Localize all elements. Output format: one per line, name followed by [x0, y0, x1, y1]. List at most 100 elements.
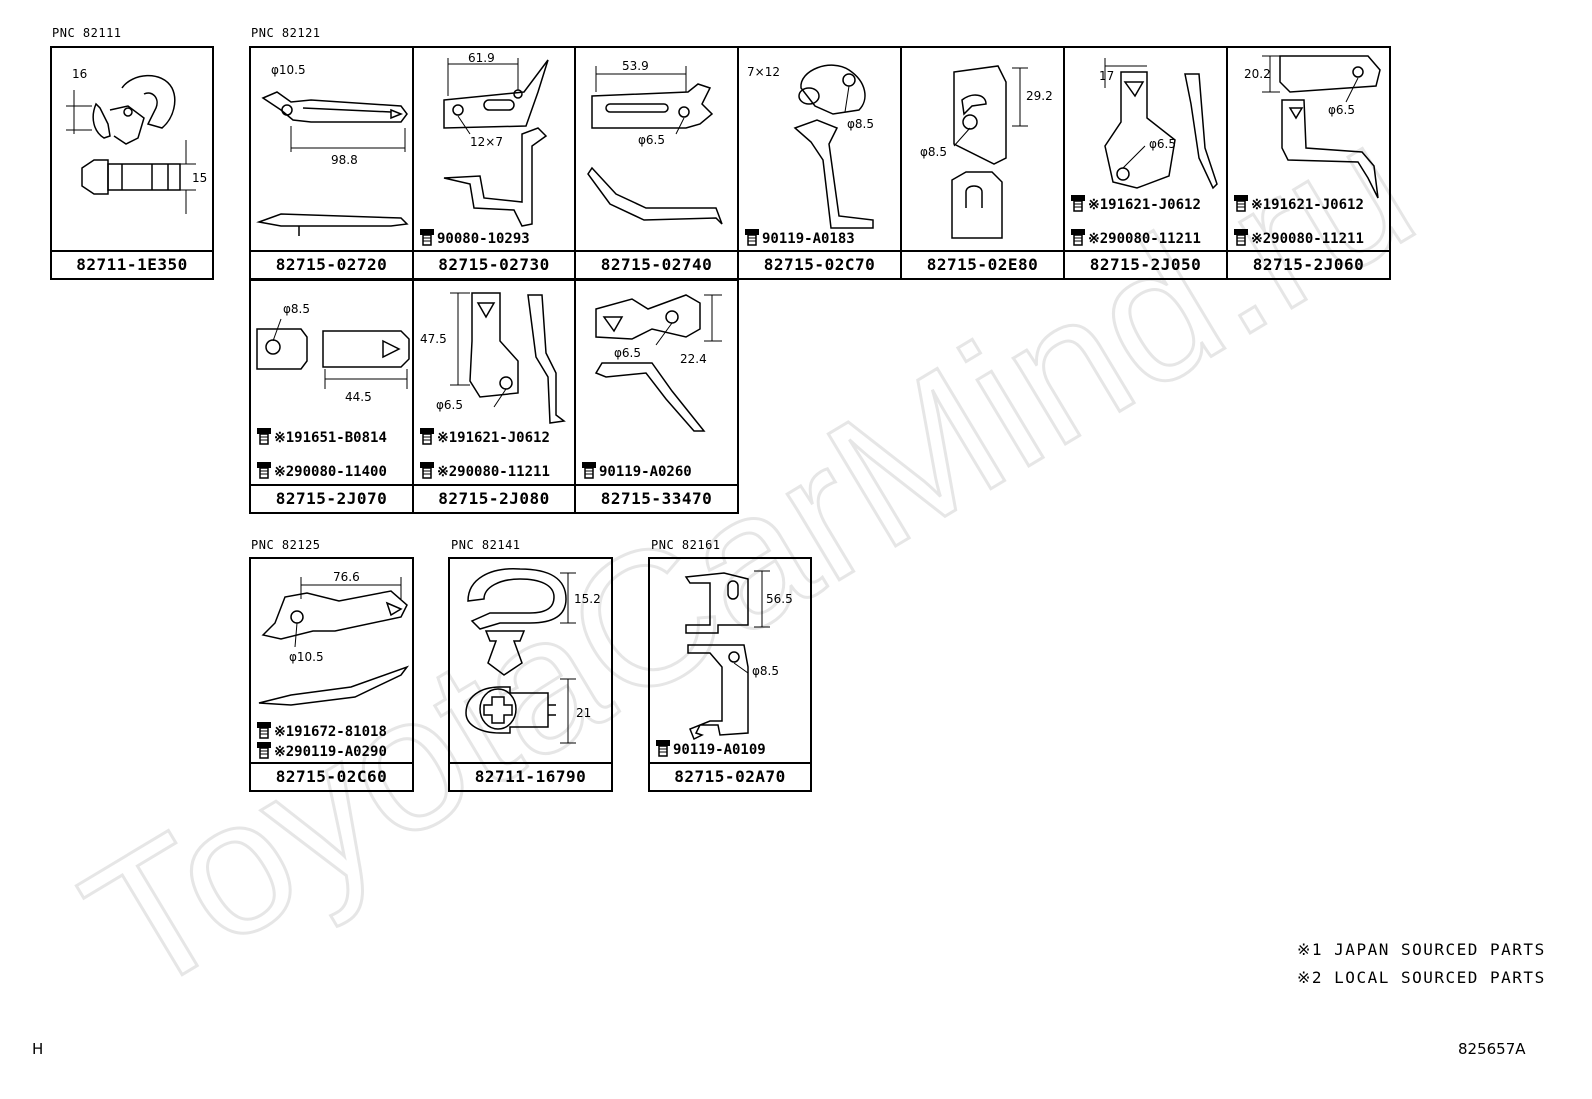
part-cell-82715-2J080[interactable]: 47.5 φ6.5 ※191621-J0612 ※290080-11211 82… [412, 279, 576, 514]
bracket-illustration: 29.2 φ8.5 [920, 65, 1053, 239]
dim-label: 61.9 [468, 51, 495, 65]
bolt-icon [419, 427, 435, 445]
bolt-spec[interactable]: ※290119-A0290 [254, 741, 387, 760]
part-cell-82715-02A70[interactable]: 56.5 φ8.5 90119-A0109 82715-02A70 [648, 557, 812, 792]
part-number[interactable]: 82715-02E80 [902, 250, 1063, 278]
dim-label: 47.5 [420, 332, 447, 346]
part-cell-82715-2J070[interactable]: φ8.5 44.5 ※191651-B0814 ※290080-11400 82… [249, 279, 414, 514]
dim-label: 20.2 [1244, 67, 1271, 81]
bolt-spec[interactable]: ※290080-11211 [1231, 228, 1364, 247]
part-number[interactable]: 82715-02730 [414, 250, 574, 278]
bracket-illustration: 76.6 φ10.5 [258, 570, 410, 706]
bolt-icon [256, 721, 272, 739]
dim-label: 16 [72, 67, 87, 81]
bolt-icon [256, 427, 272, 445]
bolt-spec[interactable]: ※290080-11211 [1068, 228, 1201, 247]
part-number[interactable]: 82715-02740 [576, 250, 737, 278]
clamp-illustration: 15.2 21 [465, 568, 601, 744]
bolt-spec[interactable]: ※191672-81018 [254, 721, 387, 740]
group-label-82125: PNC 82125 [251, 538, 321, 552]
part-cell-82715-02E80[interactable]: 29.2 φ8.5 82715-02E80 [900, 46, 1065, 280]
part-number[interactable]: 82715-2J050 [1065, 250, 1226, 278]
bolt-spec[interactable]: ※191621-J0612 [1068, 194, 1201, 213]
legend-local-sourced: ※2 LOCAL SOURCED PARTS [1297, 968, 1546, 987]
part-number[interactable]: 82715-02A70 [650, 762, 810, 790]
part-number[interactable]: 82715-02C70 [739, 250, 900, 278]
bracket-illustration: 20.2 φ6.5 [1244, 55, 1381, 199]
part-number[interactable]: 82715-2J060 [1228, 250, 1389, 278]
dim-label: 56.5 [766, 592, 793, 606]
bolt-icon [256, 461, 272, 479]
part-cell-82715-2J060[interactable]: 20.2 φ6.5 ※191621-J0612 ※290080-11211 82… [1226, 46, 1391, 280]
part-cell-82715-33470[interactable]: φ6.5 22.4 90119-A0260 82715-33470 [574, 279, 739, 514]
part-number[interactable]: 82711-16790 [450, 762, 611, 790]
bolt-icon [419, 228, 435, 246]
dim-label: φ10.5 [289, 650, 324, 664]
part-number[interactable]: 82715-33470 [576, 484, 737, 512]
dim-label: φ8.5 [920, 145, 947, 159]
group-label-82141: PNC 82141 [451, 538, 521, 552]
bracket-illustration: φ6.5 22.4 [594, 294, 722, 432]
bolt-icon [744, 228, 760, 246]
dim-label: φ10.5 [271, 63, 306, 77]
bolt-icon [1070, 228, 1086, 246]
part-cell-82715-02C70[interactable]: 7×12 φ8.5 90119-A0183 82715-02C70 [737, 46, 902, 280]
bolt-spec[interactable]: 90119-A0109 [653, 739, 766, 758]
bracket-illustration: 56.5 φ8.5 [684, 570, 793, 741]
bolt-spec[interactable]: ※191621-J0612 [417, 427, 550, 446]
bolt-spec[interactable]: ※290080-11211 [417, 461, 550, 480]
part-cell-82715-02C60[interactable]: 76.6 φ10.5 ※191672-81018 ※290119-A0290 8… [249, 557, 414, 792]
part-number[interactable]: 82715-02C60 [251, 762, 412, 790]
clamp-illustration: 16 15 [66, 67, 207, 214]
bracket-illustration: 53.9 φ6.5 [587, 59, 723, 225]
group-label-82161: PNC 82161 [651, 538, 721, 552]
dim-label: 44.5 [345, 390, 372, 404]
drawing-number: 825657A [1458, 1040, 1526, 1058]
bolt-spec[interactable]: ※290080-11400 [254, 461, 387, 480]
dim-label: 98.8 [331, 153, 358, 167]
dim-label: 22.4 [680, 352, 707, 366]
bolt-icon [655, 739, 671, 757]
dim-label: φ6.5 [1149, 137, 1176, 151]
part-cell-82715-02730[interactable]: 61.9 12×7 90080-10293 82715-02730 [412, 46, 576, 280]
part-number[interactable]: 82711-1E350 [52, 250, 212, 278]
bolt-spec[interactable]: ※191621-J0612 [1231, 194, 1364, 213]
bolt-spec[interactable]: ※191651-B0814 [254, 427, 387, 446]
bolt-icon [581, 461, 597, 479]
bolt-icon [1233, 228, 1249, 246]
bracket-illustration: 61.9 12×7 [443, 51, 549, 227]
group-label-82111: PNC 82111 [52, 26, 122, 40]
dim-label: φ6.5 [614, 346, 641, 360]
group-label-82121: PNC 82121 [251, 26, 321, 40]
page-marker: H [32, 1040, 44, 1058]
part-cell-82715-02740[interactable]: 53.9 φ6.5 82715-02740 [574, 46, 739, 280]
dim-label: φ6.5 [1328, 103, 1355, 117]
part-number[interactable]: 82715-2J070 [251, 484, 412, 512]
part-cell-82711-1E350[interactable]: 16 15 82711-1E350 [50, 46, 214, 280]
part-number[interactable]: 82715-2J080 [414, 484, 574, 512]
bolt-icon [419, 461, 435, 479]
part-cell-82711-16790[interactable]: 15.2 21 82711-16790 [448, 557, 613, 792]
bolt-spec[interactable]: 90080-10293 [417, 228, 530, 247]
dim-label: 29.2 [1026, 89, 1053, 103]
legend-japan-sourced: ※1 JAPAN SOURCED PARTS [1297, 940, 1546, 959]
dim-label: 53.9 [622, 59, 649, 73]
bolt-spec[interactable]: 90119-A0260 [579, 461, 692, 480]
bracket-illustration: φ10.5 98.8 [256, 63, 409, 236]
dim-label: φ6.5 [436, 398, 463, 412]
part-number[interactable]: 82715-02720 [251, 250, 412, 278]
dim-label: 21 [576, 706, 591, 720]
dim-label: φ8.5 [847, 117, 874, 131]
bolt-icon [1233, 194, 1249, 212]
bolt-spec[interactable]: 90119-A0183 [742, 228, 855, 247]
bracket-illustration: φ8.5 44.5 [256, 302, 410, 404]
dim-label: φ8.5 [752, 664, 779, 678]
bolt-icon [1070, 194, 1086, 212]
dim-label: 7×12 [747, 65, 780, 79]
part-cell-82715-02720[interactable]: φ10.5 98.8 82715-02720 [249, 46, 414, 280]
dim-label: 12×7 [470, 135, 503, 149]
dim-label: 15 [192, 171, 207, 185]
dim-label: 76.6 [333, 570, 360, 584]
part-cell-82715-2J050[interactable]: 17 φ6.5 ※191621-J0612 ※290080-11211 8271… [1063, 46, 1228, 280]
dim-label: φ8.5 [283, 302, 310, 316]
